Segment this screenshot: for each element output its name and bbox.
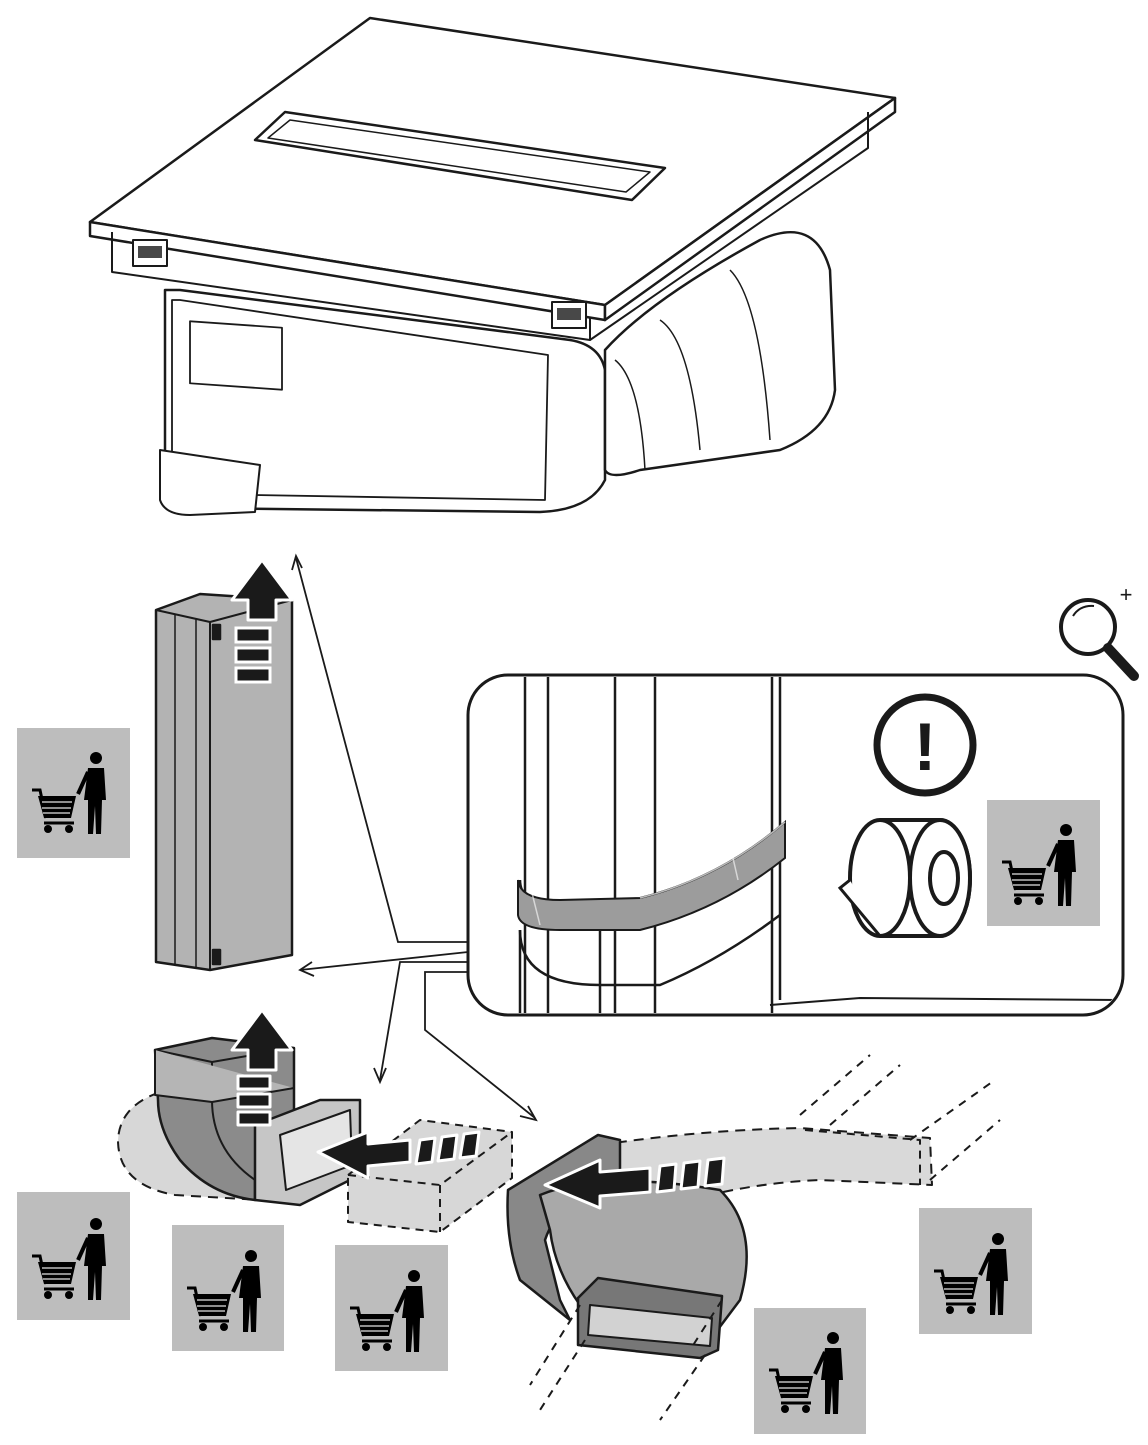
straight-duct [154,592,294,972]
shopping-cart-person-icon [172,1225,284,1351]
shopping-cart-person-icon [335,1245,448,1371]
shopping-cart-person-icon [987,800,1100,926]
exclamation-circle-icon: ! [873,693,977,797]
adhesive-tape-roll-icon [837,818,972,938]
insert-direction-arrow-icon [543,1156,726,1210]
shopping-cart-person-icon [754,1308,866,1434]
shopping-cart-person-icon [17,728,130,858]
shopping-cart-person-icon [919,1208,1032,1334]
detail-callout: ! [466,673,1125,1017]
callout-lines [291,553,538,1122]
insert-direction-arrow-icon [230,558,294,684]
magnifier-plus-icon: + [1059,582,1139,681]
zoom-sign: + [1120,582,1133,607]
warning-sign: ! [914,709,937,785]
insert-direction-arrow-icon [230,1008,481,1180]
shopping-cart-person-icon [17,1192,130,1320]
hob-unit [88,16,897,516]
right-elbow-assembly [506,1054,1001,1421]
